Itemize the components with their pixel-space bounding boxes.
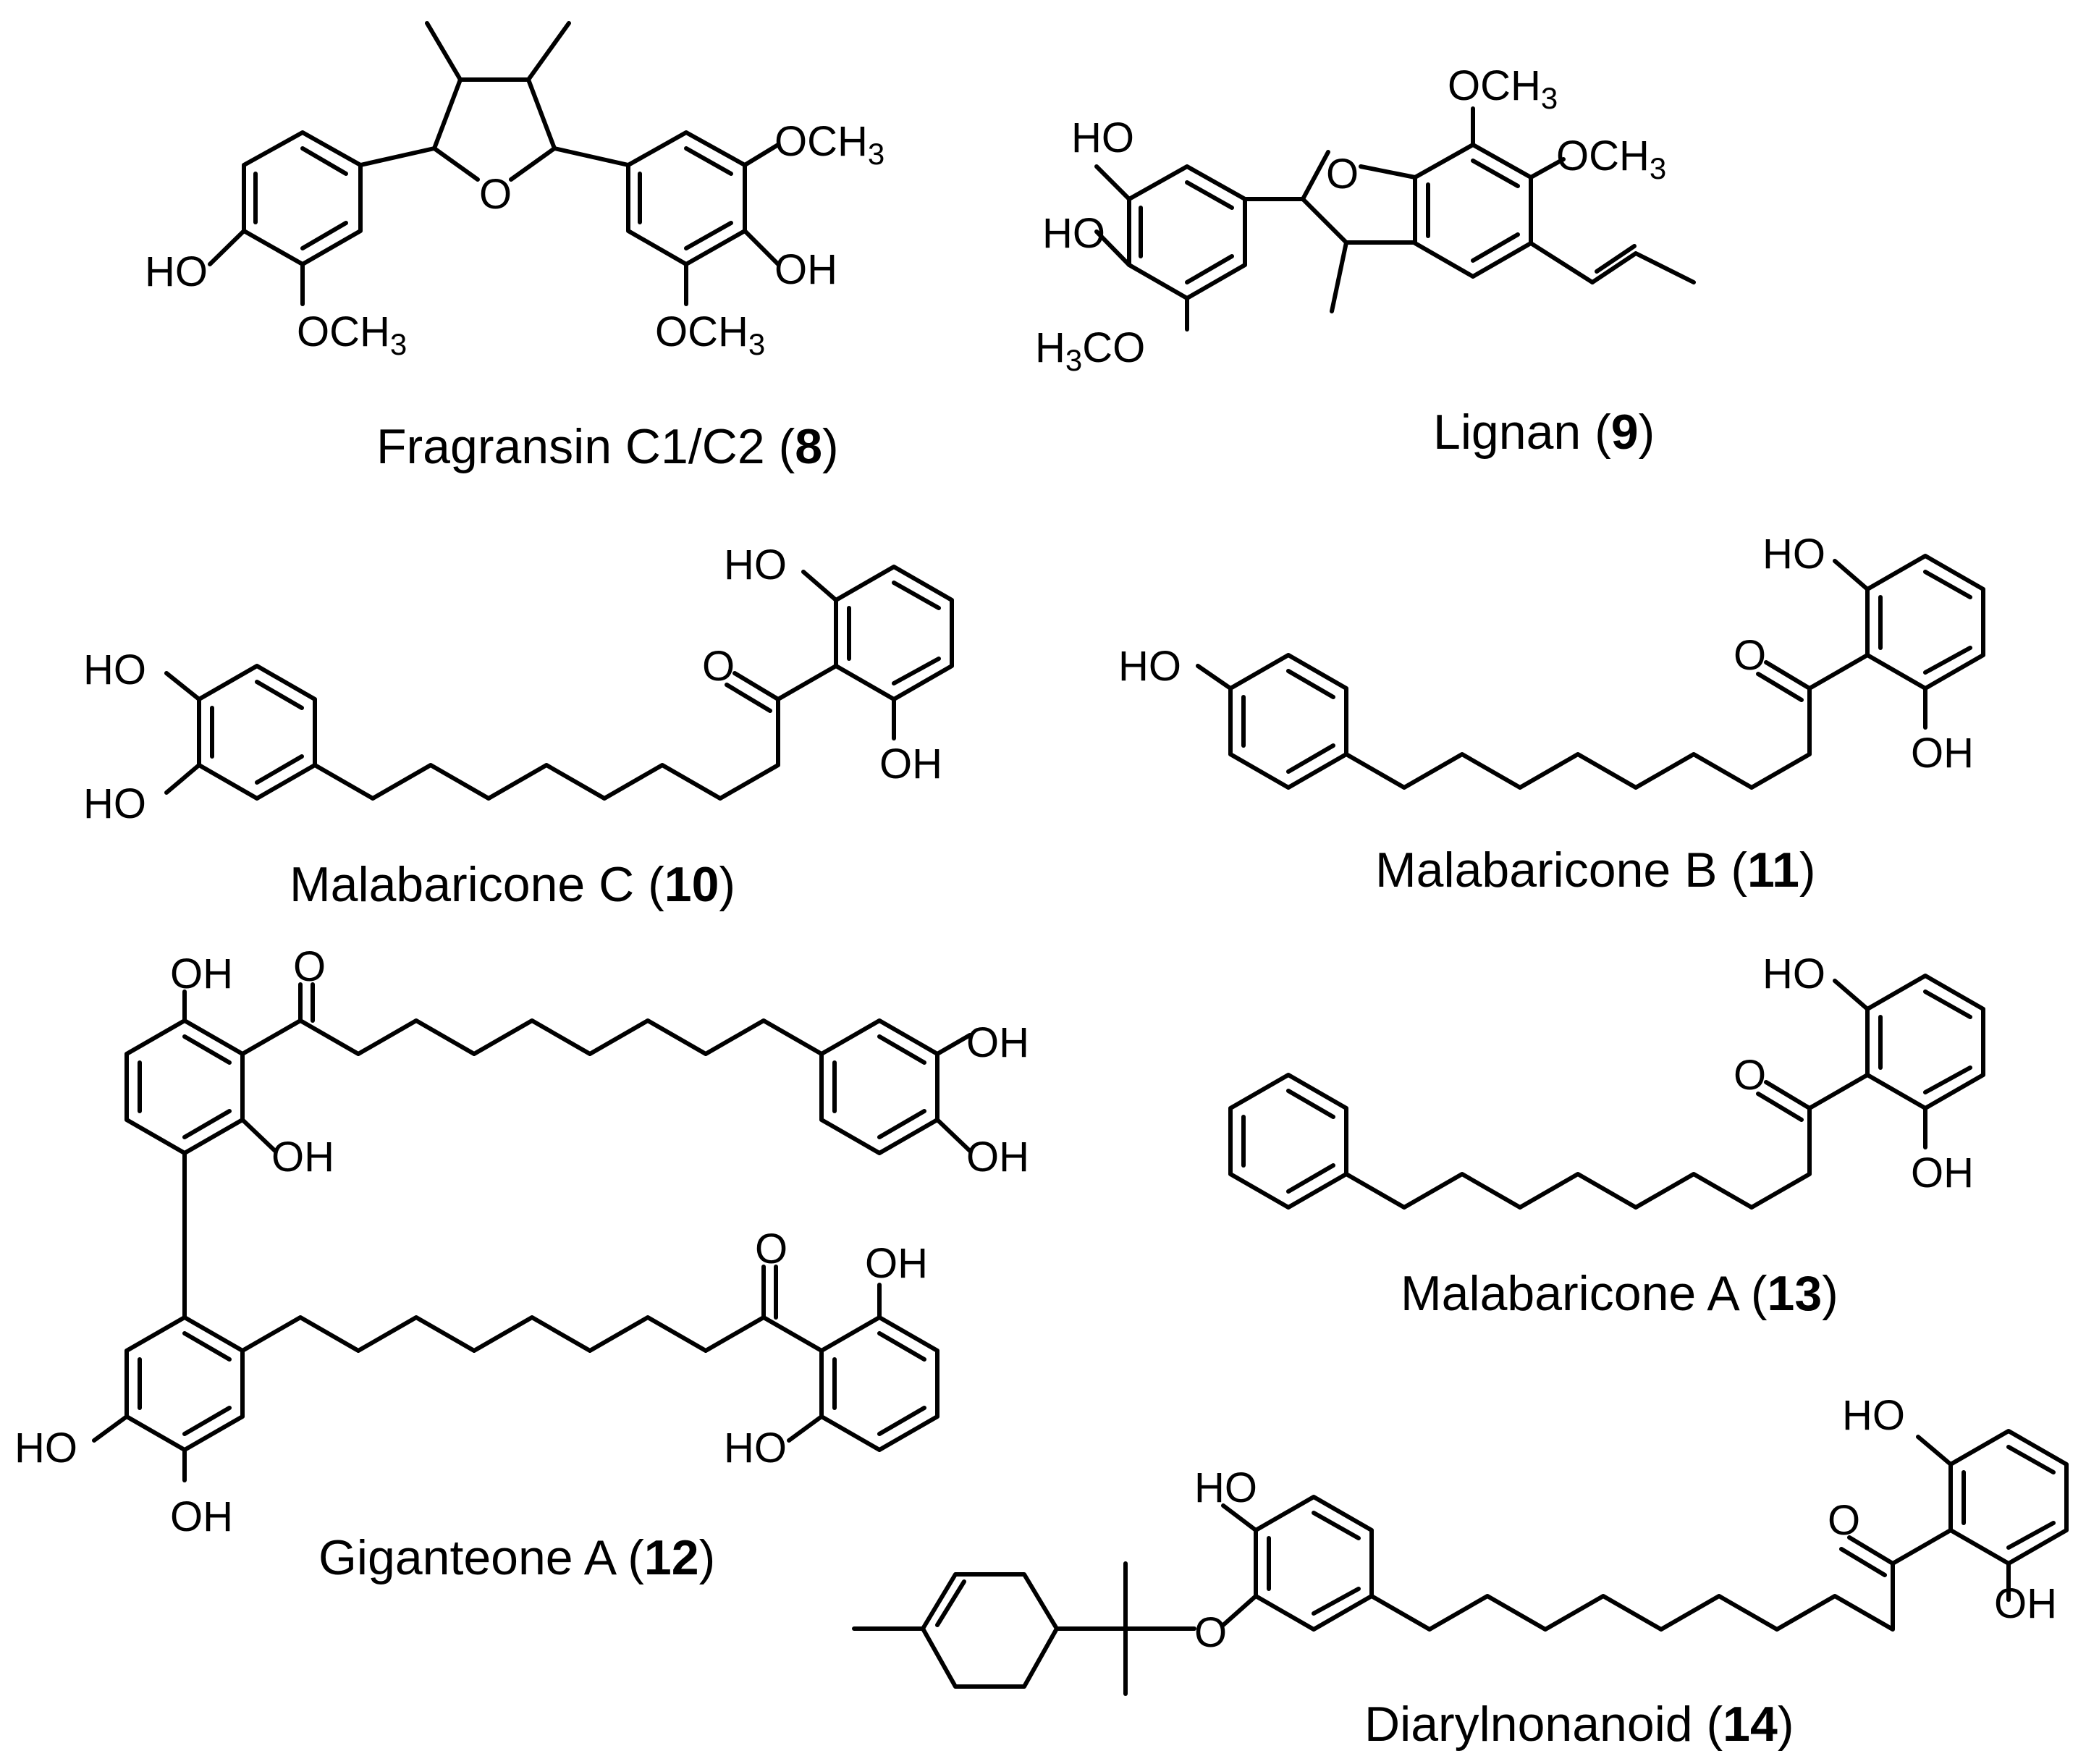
label-12-hydroxyl-ringB-bottom: OH bbox=[170, 1493, 233, 1540]
label-8-hydroxyl-right: OH bbox=[774, 246, 837, 293]
label-9-methoxy-right: OCH3 bbox=[1556, 132, 1666, 185]
label-9-methoxy-top: OCH3 bbox=[1448, 62, 1558, 115]
label-14-ether-oxygen: O bbox=[1194, 1609, 1227, 1656]
label-12-hydroxyl-ringA-bottom: OH bbox=[271, 1134, 334, 1181]
caption-11: Malabaricone B (11) bbox=[1375, 843, 1816, 898]
structure-8 bbox=[208, 21, 780, 306]
label-8-hydroxyl-left: HO bbox=[145, 248, 208, 295]
label-12-hydroxyl-resorcinol-bottom: HO bbox=[724, 1425, 787, 1472]
label-11-hydroxyl-ring-top: HO bbox=[1762, 531, 1825, 578]
label-12-hydroxyl-catechol-bottom: OH bbox=[966, 1134, 1029, 1181]
label-9-ring-oxygen: O bbox=[1326, 151, 1359, 198]
label-8-methoxy-left: OCH3 bbox=[297, 308, 407, 361]
label-13-hydroxyl-ring-top: HO bbox=[1762, 950, 1825, 997]
label-14-hydroxyl-ring-bottom: OH bbox=[1994, 1580, 2057, 1627]
label-14-carbonyl-oxygen: O bbox=[1828, 1497, 1860, 1544]
label-12-hydroxyl-catechol-top: OH bbox=[966, 1019, 1029, 1066]
caption-10: Malabaricone C (10) bbox=[290, 857, 735, 912]
label-12-carbonyl-oxygen-top: O bbox=[293, 943, 326, 990]
structure-12 bbox=[92, 982, 972, 1482]
caption-12: Giganteone A (12) bbox=[318, 1530, 715, 1585]
label-11-hydroxyl-left: HO bbox=[1118, 643, 1181, 690]
structure-14 bbox=[852, 1429, 2069, 1696]
label-10-hydroxyl-top: HO bbox=[83, 646, 146, 693]
label-10-hydroxyl-ring-top: HO bbox=[724, 541, 787, 588]
structure-10 bbox=[164, 565, 954, 801]
label-12-carbonyl-oxygen-bottom: O bbox=[755, 1225, 787, 1273]
caption-14: Diarylnonanoid (14) bbox=[1364, 1697, 1794, 1752]
label-14-hydroxyl-ring-top: HO bbox=[1842, 1392, 1905, 1439]
label-12-hydroxyl-ringB-left: HO bbox=[14, 1425, 77, 1472]
label-9-hydroxyl-top: HO bbox=[1071, 114, 1134, 161]
label-14-hydroxyl-phenol: HO bbox=[1194, 1464, 1257, 1511]
label-10-carbonyl-oxygen: O bbox=[702, 643, 735, 690]
structure-11 bbox=[1196, 554, 1985, 790]
label-10-hydroxyl-ring-bottom: OH bbox=[879, 740, 942, 788]
label-9-methoxy-left: H3CO bbox=[1035, 324, 1145, 377]
label-12-hydroxyl-ringA-top: OH bbox=[170, 950, 233, 997]
label-10-hydroxyl-bottom: HO bbox=[83, 780, 146, 827]
label-12-hydroxyl-resorcinol-top: OH bbox=[865, 1240, 928, 1287]
structure-9 bbox=[1094, 106, 1696, 332]
label-8-methoxy-bottom: OCH3 bbox=[655, 308, 765, 361]
caption-13: Malabaricone A (13) bbox=[1401, 1266, 1838, 1321]
label-8-ring-oxygen: O bbox=[479, 171, 512, 218]
label-13-carbonyl-oxygen: O bbox=[1734, 1052, 1766, 1099]
label-11-carbonyl-oxygen: O bbox=[1734, 632, 1766, 679]
caption-9: Lignan (9) bbox=[1433, 405, 1655, 460]
label-8-methoxy-top: OCH3 bbox=[774, 118, 884, 171]
label-9-hydroxyl-mid: HO bbox=[1042, 210, 1105, 257]
structure-13 bbox=[1228, 974, 1985, 1210]
label-13-hydroxyl-ring-bottom: OH bbox=[1911, 1149, 1974, 1197]
caption-8: Fragransin C1/C2 (8) bbox=[376, 419, 839, 474]
label-11-hydroxyl-ring-bottom: OH bbox=[1911, 730, 1974, 777]
